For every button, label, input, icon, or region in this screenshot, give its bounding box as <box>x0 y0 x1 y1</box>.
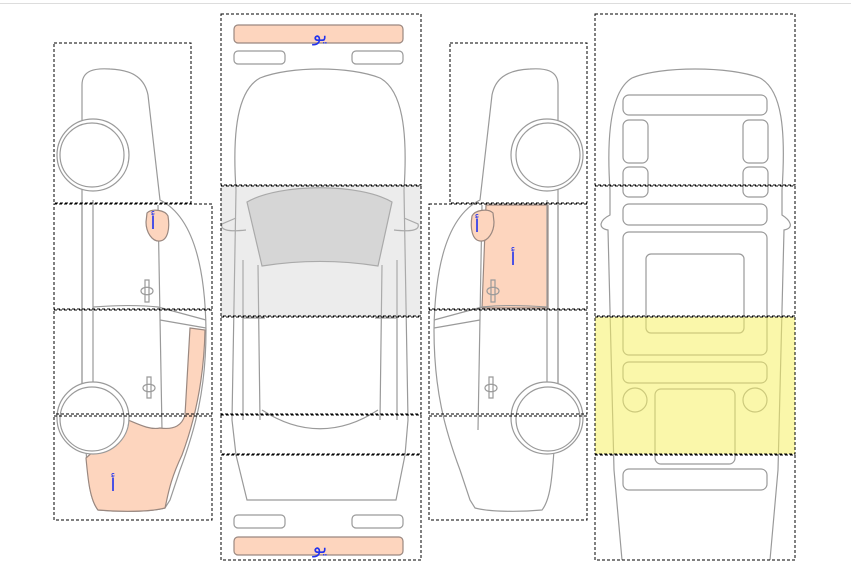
interior-body-outline <box>600 68 791 561</box>
front-left-seat-base <box>622 166 649 198</box>
zone-right-front-fender[interactable] <box>449 42 588 204</box>
right-rear-door-handle <box>484 376 498 399</box>
front-left-seat <box>622 119 649 164</box>
right-side-body-outline <box>433 68 559 512</box>
left-side-door-line <box>92 304 207 329</box>
rear-panel <box>622 468 768 491</box>
zone-trunk[interactable] <box>220 454 422 561</box>
zone-hood[interactable] <box>220 13 422 186</box>
right-front-door-handle <box>486 279 500 303</box>
front-right-light <box>351 50 404 65</box>
left-front-door-handle <box>140 279 154 303</box>
left-front-wheel <box>59 122 125 188</box>
zone-right-rear-door[interactable] <box>428 309 588 415</box>
zone-rear-window[interactable] <box>220 414 422 455</box>
zone-left-front-fender[interactable] <box>53 42 192 204</box>
zone-left-front-door[interactable] <box>53 203 213 310</box>
left-side-pillar <box>81 200 163 431</box>
zone-windshield[interactable] <box>220 185 422 317</box>
right-front-wheel <box>515 122 581 188</box>
dashboard <box>622 94 768 116</box>
zone-right-rear-quarter[interactable] <box>428 415 588 521</box>
left-rear-wheel <box>59 386 125 452</box>
left-rear-door-handle <box>142 376 156 399</box>
zone-left-rear-door[interactable] <box>53 309 213 415</box>
zone-left-rear-quarter[interactable] <box>53 415 213 521</box>
zone-cargo-interior[interactable] <box>594 454 796 561</box>
console <box>622 203 768 226</box>
left-rear-quarter-damage <box>85 327 206 512</box>
top-view: يو يو <box>220 13 422 561</box>
zone-rear-interior[interactable] <box>594 316 796 455</box>
front-right-seat <box>742 119 769 164</box>
damage-label-rear-bumper: يو <box>312 537 327 558</box>
damage-label-left-mirror: أ <box>150 211 155 234</box>
zone-middle-interior[interactable] <box>594 185 796 317</box>
front-left-light <box>233 50 286 65</box>
left-side-view: أ أ <box>53 42 213 521</box>
right-side-door-line <box>433 304 548 329</box>
rear-right-light <box>351 514 404 529</box>
right-front-door-damage <box>481 204 549 309</box>
right-side-pillar <box>477 200 559 431</box>
left-mirror-top <box>221 217 247 232</box>
top-body-outline <box>231 68 409 501</box>
windshield <box>246 187 393 267</box>
right-mirror-top <box>393 217 419 232</box>
right-rear-wheel <box>515 386 581 452</box>
damage-label-right-front-door: أ <box>510 247 515 270</box>
damage-label-right-mirror: أ <box>474 214 479 237</box>
zone-right-front-door[interactable] <box>428 203 588 310</box>
left-mirror-damage <box>145 209 170 242</box>
front-bumper-damage <box>233 24 404 44</box>
zone-front-interior[interactable] <box>594 13 796 186</box>
damage-label-front-bumper: يو <box>312 25 327 46</box>
roof-lines <box>242 260 398 430</box>
right-mirror-damage <box>470 209 495 242</box>
damage-label-left-rear-quarter: أ <box>110 473 115 496</box>
top-divider <box>0 3 851 4</box>
rear-left-light <box>233 514 286 529</box>
right-side-view: أ أ <box>428 42 588 521</box>
front-right-seat-base <box>742 166 769 198</box>
interior-view <box>594 13 796 561</box>
rear-bumper-damage <box>233 536 404 556</box>
zone-roof[interactable] <box>220 316 422 415</box>
